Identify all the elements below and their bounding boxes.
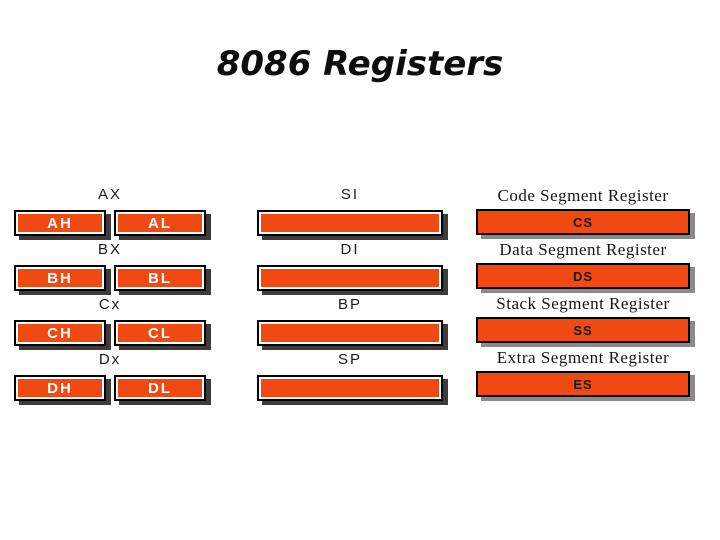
register-abbr-label: SS <box>573 322 593 338</box>
segment-register-title: Stack Segment Register <box>496 294 670 313</box>
register-box-low: CL <box>114 320 206 346</box>
general-register-row-bx: BX BH BL <box>14 241 206 291</box>
segment-registers-column: Code Segment Register CS Data Segment Re… <box>476 186 690 402</box>
segment-register-row-ds: Data Segment Register DS <box>476 240 690 289</box>
segment-register-title: Extra Segment Register <box>496 348 670 367</box>
register-box: CS <box>476 209 690 235</box>
general-registers-column: AX AH AL BX BH BL Cx <box>14 186 206 406</box>
register-box <box>257 320 443 346</box>
register-label: BL <box>148 269 172 287</box>
register-box <box>257 265 443 291</box>
pointer-register-row-si: SI <box>257 186 443 236</box>
register-abbr-label: DS <box>572 268 594 284</box>
register-label: AL <box>148 214 172 232</box>
register-box: DS <box>476 263 690 289</box>
pointer-register-row-di: DI <box>257 241 443 291</box>
register-pair-label: AX <box>97 186 122 203</box>
register-abbr-label: CS <box>572 214 594 230</box>
register-label: SP <box>337 351 362 368</box>
register-box-high: CH <box>14 320 106 346</box>
segment-register-row-cs: Code Segment Register CS <box>476 186 690 235</box>
register-box-high: BH <box>14 265 106 291</box>
register-pair: DH DL <box>14 375 206 401</box>
segment-register-title: Data Segment Register <box>499 240 667 259</box>
register-pair-label: Dx <box>98 351 122 368</box>
segment-register-title: Code Segment Register <box>497 186 669 205</box>
register-box-low: BL <box>114 265 206 291</box>
register-box <box>257 210 443 236</box>
pointer-register-row-bp: BP <box>257 296 443 346</box>
general-register-row-dx: Dx DH DL <box>14 351 206 401</box>
register-label: CL <box>148 324 172 342</box>
register-pair-label: BX <box>97 241 122 258</box>
register-label: BP <box>337 296 362 313</box>
register-box-high: AH <box>14 210 106 236</box>
page-title: 8086 Registers <box>216 44 504 84</box>
register-box-high: DH <box>14 375 106 401</box>
segment-register-row-ss: Stack Segment Register SS <box>476 294 690 343</box>
register-box <box>257 375 443 401</box>
pointer-register-row-sp: SP <box>257 351 443 401</box>
register-label: DH <box>47 379 73 397</box>
register-label: SI <box>340 186 360 203</box>
register-label: BH <box>47 269 73 287</box>
register-label: CH <box>47 324 73 342</box>
register-label: DI <box>340 241 360 258</box>
register-box: ES <box>476 371 690 397</box>
register-pair: AH AL <box>14 210 206 236</box>
register-abbr-label: ES <box>573 376 593 392</box>
register-pair-label: Cx <box>98 296 122 313</box>
general-register-row-ax: AX AH AL <box>14 186 206 236</box>
register-pair: CH CL <box>14 320 206 346</box>
segment-register-row-es: Extra Segment Register ES <box>476 348 690 397</box>
register-label: DL <box>148 379 172 397</box>
register-box-low: AL <box>114 210 206 236</box>
register-pair: BH BL <box>14 265 206 291</box>
register-box: SS <box>476 317 690 343</box>
register-label: AH <box>47 214 73 232</box>
register-box-low: DL <box>114 375 206 401</box>
general-register-row-cx: Cx CH CL <box>14 296 206 346</box>
pointer-index-registers-column: SI DI BP SP <box>257 186 443 406</box>
